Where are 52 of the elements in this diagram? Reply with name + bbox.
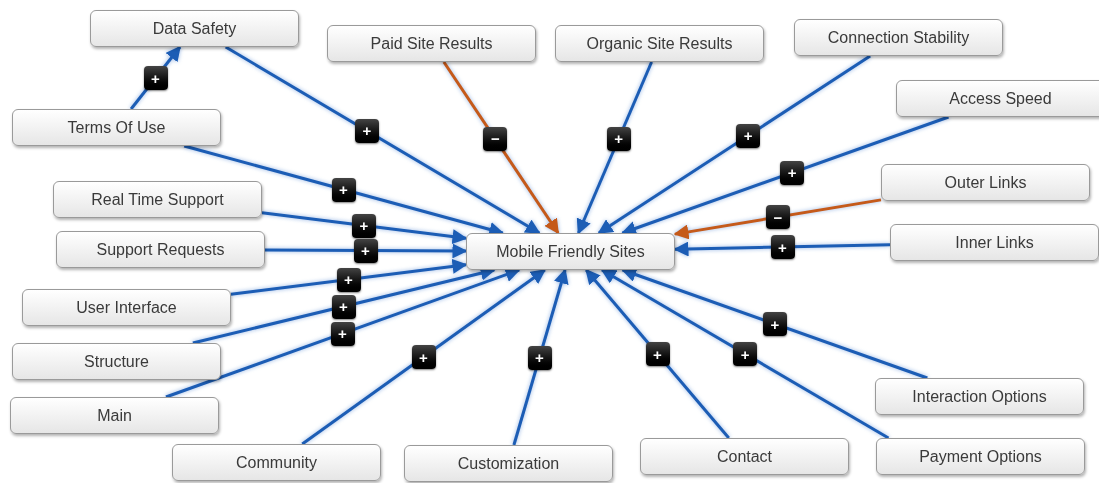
edge-label: + [352,213,376,238]
arrow [673,198,882,240]
edge-label: + [763,312,787,336]
arrow [673,241,891,257]
topic-box: Terms Of Use [12,109,221,146]
arrow [265,243,468,259]
edge-label: + [330,321,355,346]
topic-box: Access Speed [896,80,1099,117]
edge-label: + [354,118,379,143]
topic-box: Interaction Options [875,378,1084,415]
topic-box: Outer Links [881,164,1090,201]
edge-label: + [733,342,758,366]
topic-box: Organic Site Results [555,25,764,62]
edge-label: + [770,235,795,259]
topic-box: Paid Site Results [327,25,536,62]
edge-label: − [483,126,508,151]
arrow [585,268,730,439]
topic-box: Main [10,397,219,434]
topic-box: Mobile Friendly Sites [466,233,675,270]
topic-box: Real Time Support [53,181,262,218]
arrow [600,268,890,440]
topic-box: User Interface [22,289,231,326]
topic-box: Support Requests [56,231,265,268]
edge-label: + [645,342,670,366]
edge-label: + [527,345,552,370]
topic-box: Customization [404,445,613,482]
edge-label: + [331,294,356,319]
topic-box: Payment Options [876,438,1085,475]
arrow [261,211,468,245]
edge-label: − [766,205,790,229]
edge-label: + [331,177,356,202]
topic-box: Inner Links [890,224,1099,261]
arrow [224,45,541,235]
arrow [597,54,871,235]
topic-box: Contact [640,438,849,475]
topic-box: Data Safety [90,10,299,47]
arrow [301,268,546,446]
edge-label: + [411,345,436,369]
arrow [512,268,569,446]
topic-box: Connection Stability [794,19,1003,56]
edge-label: + [353,238,378,263]
edge-label: + [736,123,761,148]
arrow [442,61,560,235]
topic-box: Community [172,444,381,481]
arrow [230,258,468,296]
topic-box: Structure [12,343,221,380]
edge-label: + [606,126,631,151]
edge-label: + [780,160,804,185]
edge-label: + [336,267,361,292]
arrow [576,61,653,235]
edge-label: + [143,66,168,90]
arrow [129,45,182,110]
